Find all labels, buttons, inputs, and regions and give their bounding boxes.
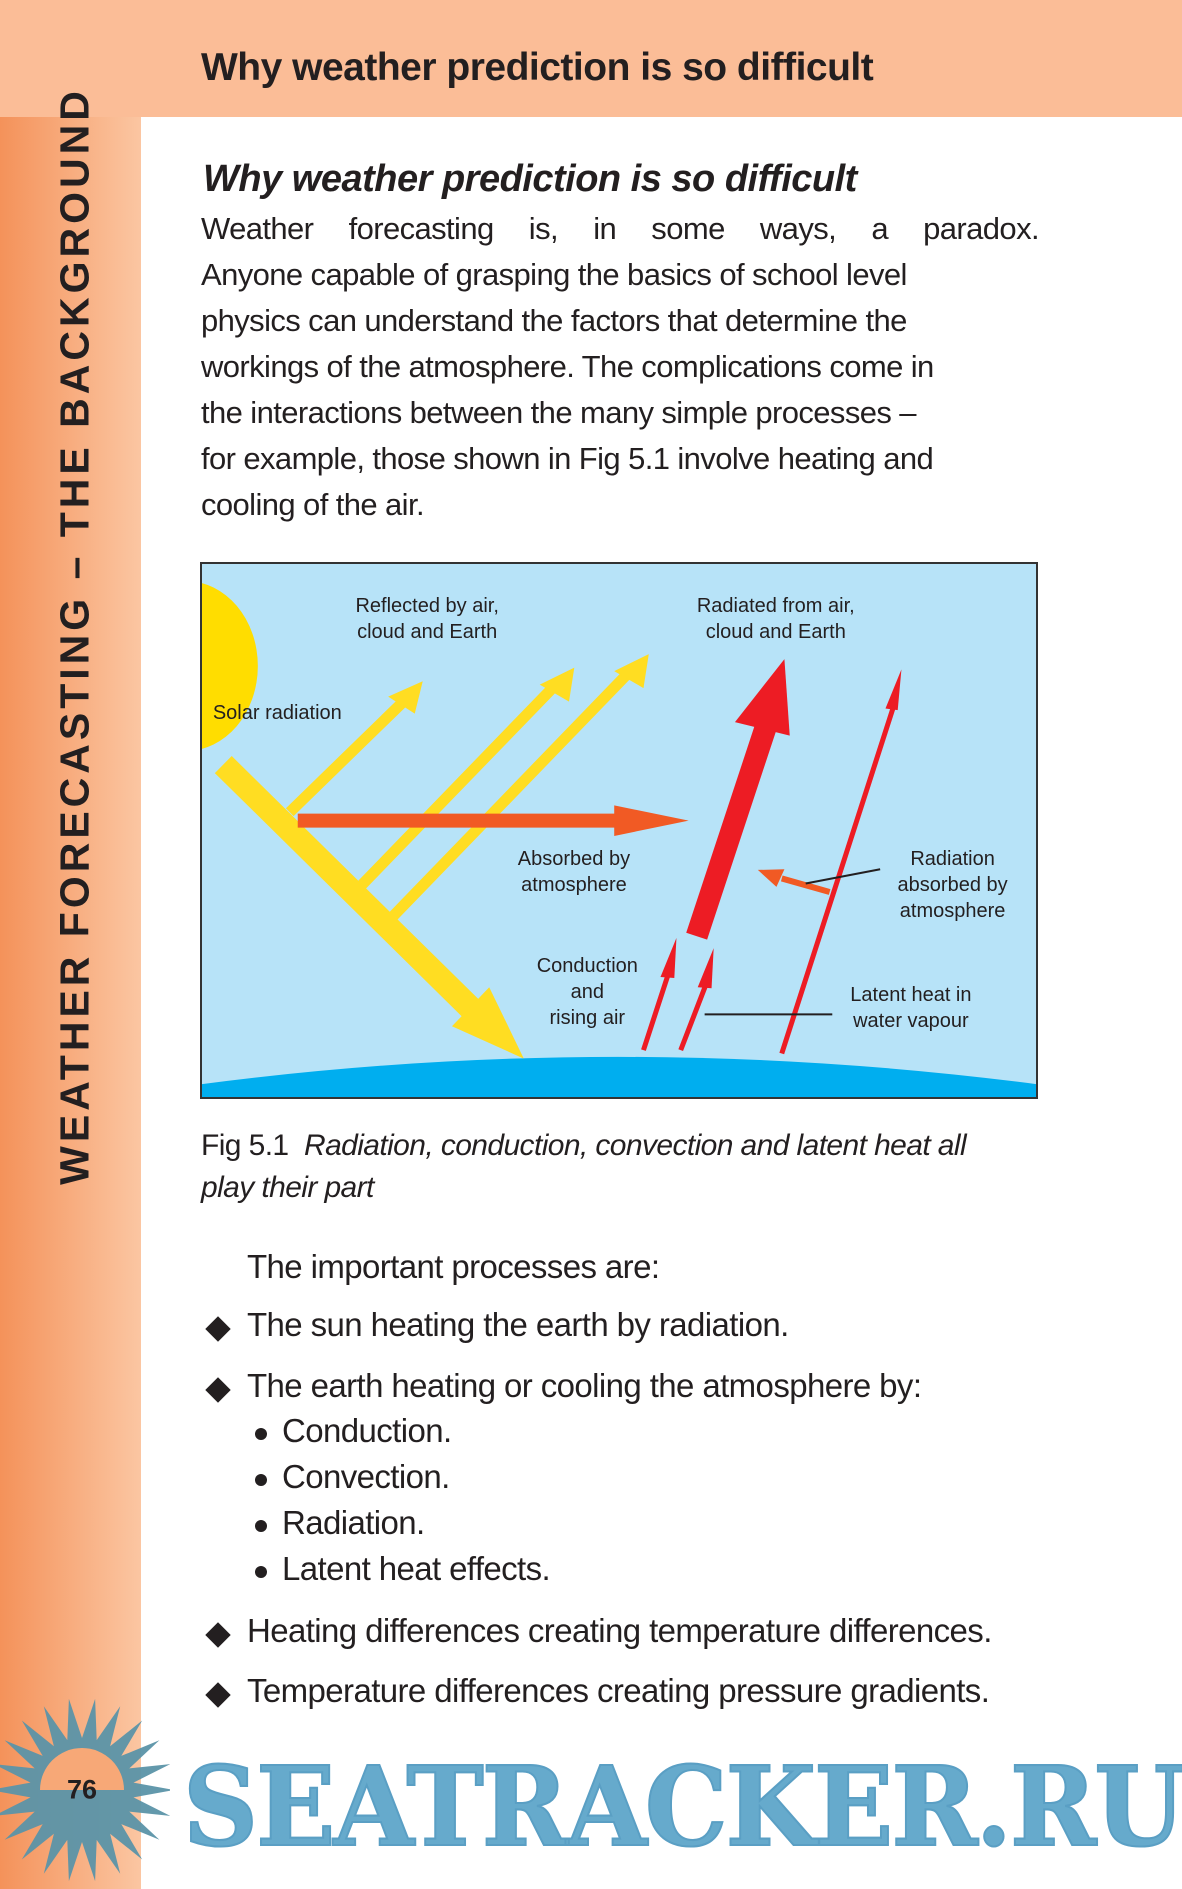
paragraph-line: for example, those shown in Fig 5.1 invo… <box>201 441 934 476</box>
label-solar: Solar radiation <box>212 701 342 724</box>
chapter-title: WEATHER FORECASTING – THE BACKGROUND <box>51 87 98 1185</box>
label-radiated: Radiated from air,cloud and Earth <box>696 595 855 644</box>
sidebar <box>0 0 141 1889</box>
dot-bullet-icon <box>255 1566 267 1578</box>
diagram-graphics <box>202 583 1036 1097</box>
absorbed-arrow <box>298 805 689 836</box>
list-intro: The important processes are: <box>247 1248 660 1285</box>
list-item: The sun heating the earth by radiation. <box>247 1306 789 1343</box>
section-heading: Why weather prediction is so difficult <box>203 158 857 200</box>
paragraph-line: cooling of the air. <box>201 487 425 522</box>
sub-list-item: Latent heat effects. <box>282 1550 551 1587</box>
conduction-arrows <box>643 937 714 1050</box>
list-item: Temperature differences creating pressur… <box>247 1672 990 1709</box>
paragraph-line: workings of the atmosphere. The complica… <box>201 349 934 384</box>
diamond-bullet-icon <box>205 1682 231 1708</box>
radiated-arrow <box>697 659 790 936</box>
page-number: 76 <box>66 1774 98 1805</box>
watermark: SEATRACKER.RU <box>182 1741 1182 1872</box>
caption-text: play their part <box>201 1171 374 1204</box>
earth-surface <box>202 1056 1036 1097</box>
page-badge-sun-icon <box>0 1698 170 1882</box>
sun <box>202 583 258 749</box>
latent-heat-arrow <box>782 669 902 1053</box>
solar-radiation-arrow <box>223 765 524 1059</box>
sub-list-item: Convection. <box>282 1458 450 1495</box>
diamond-bullet-icon <box>205 1622 231 1648</box>
diamond-bullet-icon <box>205 1377 231 1403</box>
body-paragraph: Weather forecasting is, in some ways, a … <box>201 206 1040 528</box>
figure-caption: Fig 5.1 Radiation, conduction, convectio… <box>201 1125 1041 1209</box>
caption-number: Fig 5.1 <box>201 1129 289 1162</box>
reflected-arrows <box>290 654 649 916</box>
leader-lines <box>705 869 881 1014</box>
dot-bullet-icon <box>255 1428 267 1440</box>
radiation-absorbed-arrow <box>757 869 830 892</box>
header-band <box>0 0 1182 117</box>
paragraph-line: physics can understand the factors that … <box>201 303 907 338</box>
figure-diagram: Reflected by air,cloud and Earth Radiate… <box>200 562 1038 1099</box>
dot-bullet-icon <box>255 1520 267 1532</box>
page-title: Why weather prediction is so difficult <box>201 46 874 89</box>
paragraph-line: Anyone capable of grasping the basics of… <box>201 257 907 292</box>
dot-bullet-icon <box>255 1474 267 1486</box>
list-item: The earth heating or cooling the atmosph… <box>247 1367 922 1404</box>
sub-list-item: Radiation. <box>282 1504 425 1541</box>
list-item: Heating differences creating temperature… <box>247 1612 992 1649</box>
diamond-bullet-icon <box>205 1316 231 1342</box>
caption-text: Radiation, conduction, convection and la… <box>304 1129 967 1162</box>
paragraph-line: the interactions between the many simple… <box>201 395 917 430</box>
label-reflected: Reflected by air,cloud and Earth <box>355 595 499 644</box>
paragraph-line: Weather forecasting is, in some ways, a … <box>201 211 1040 246</box>
sub-list-item: Conduction. <box>282 1412 452 1449</box>
